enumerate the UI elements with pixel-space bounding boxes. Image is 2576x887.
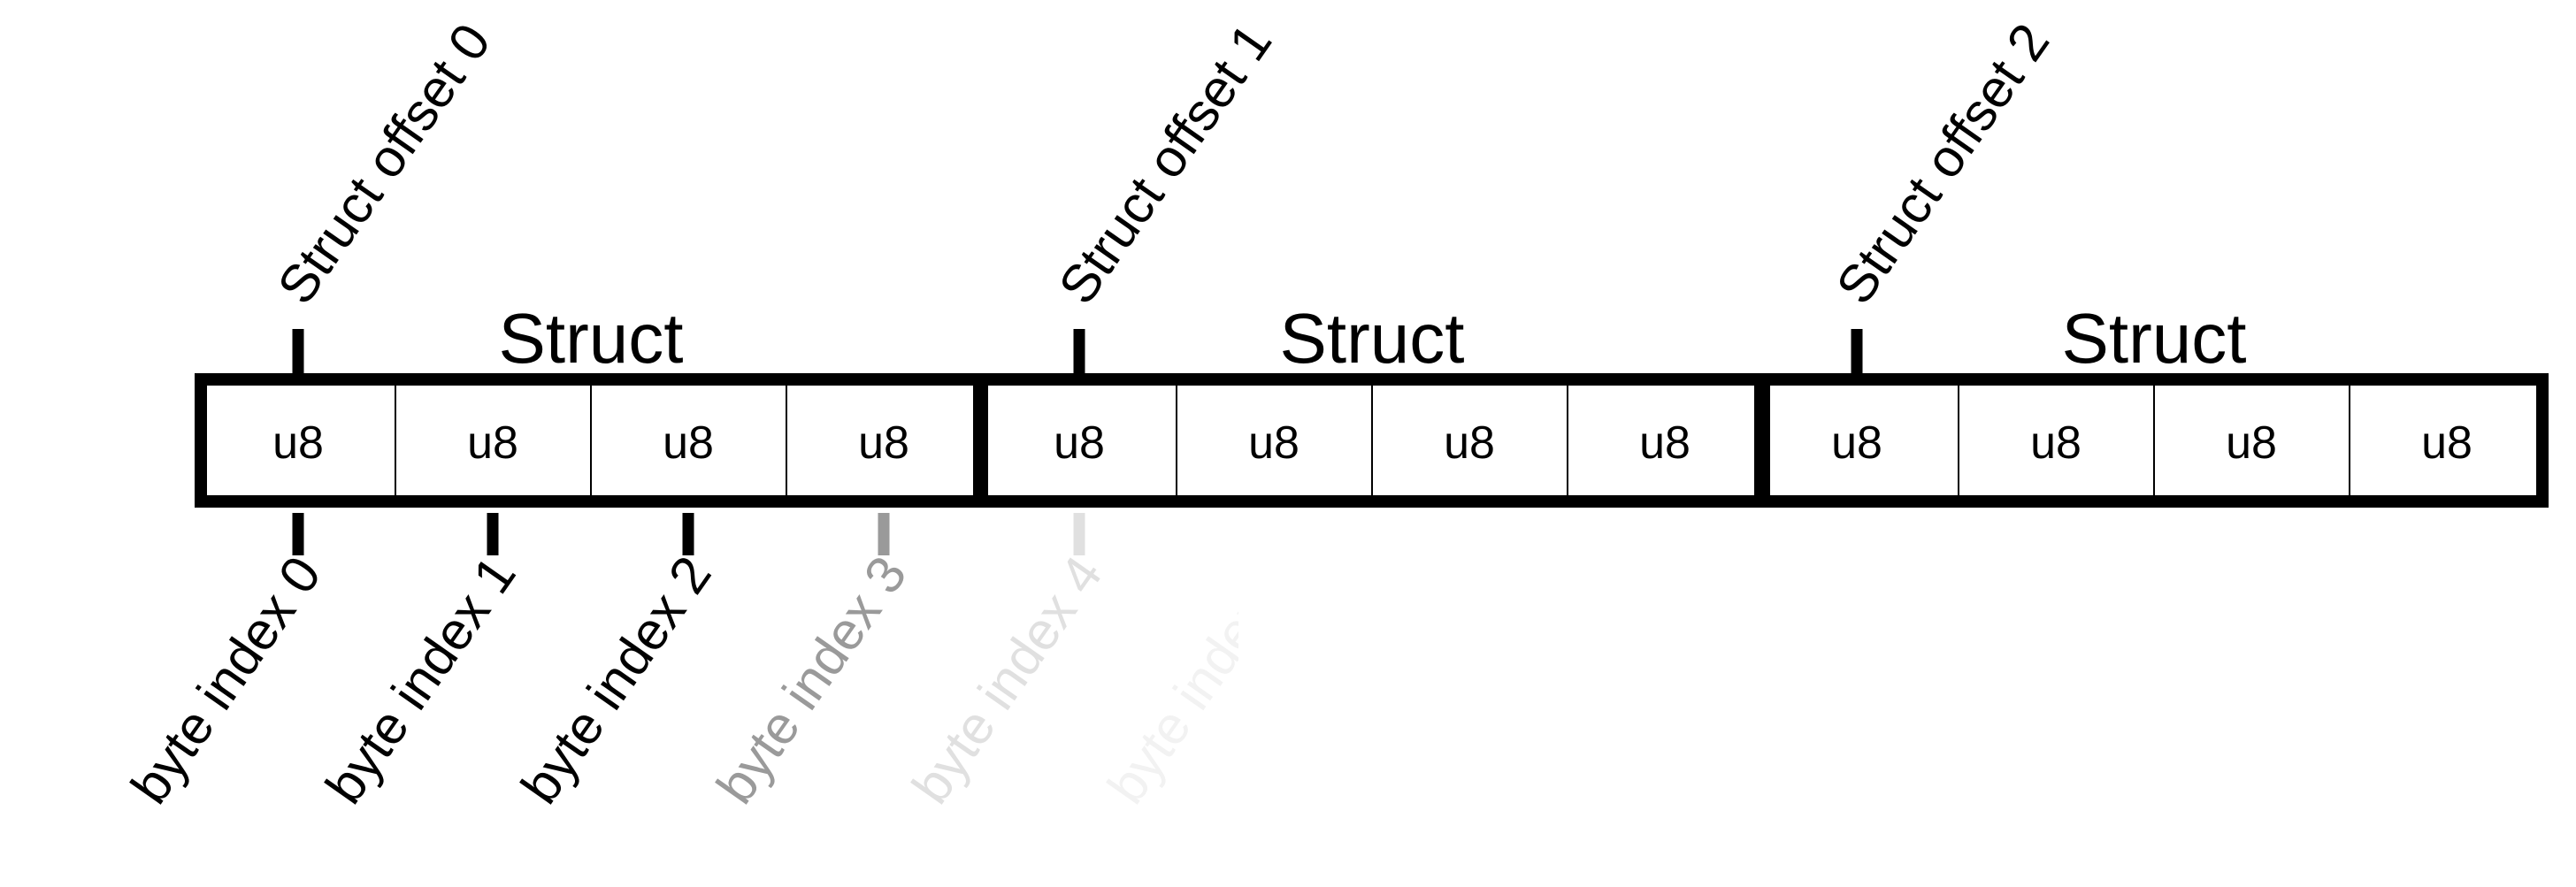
struct-0-cell-3: u8 bbox=[858, 417, 909, 469]
struct-1-cell-1: u8 bbox=[1248, 417, 1300, 469]
struct-offset-0-label: Struct offset 0 bbox=[266, 13, 502, 315]
struct-2-cell-1: u8 bbox=[2030, 417, 2082, 469]
struct-offset-2-label: Struct offset 2 bbox=[1825, 13, 2061, 315]
byte-index-5-label: byte index 5 bbox=[1096, 546, 1308, 814]
byte-index-1-label: byte index 1 bbox=[314, 546, 526, 814]
struct-0-cell-1: u8 bbox=[467, 417, 518, 469]
struct-1-cell-0: u8 bbox=[1054, 417, 1105, 469]
struct-1: Struct offset 1 Struct u8 u8 u8 u8 bbox=[1047, 13, 1690, 495]
byte-index-2-label: byte index 2 bbox=[510, 546, 722, 814]
struct-1-label: Struct bbox=[1280, 299, 1465, 378]
struct-2-cell-2: u8 bbox=[2226, 417, 2277, 469]
byte-index-4-label: byte index 4 bbox=[901, 546, 1113, 814]
struct-offset-1-label: Struct offset 1 bbox=[1047, 13, 1284, 315]
struct-0-label: Struct bbox=[499, 299, 684, 378]
struct-2-cell-0: u8 bbox=[1831, 417, 1882, 469]
byte-index-labels: byte index 0 byte index 1 byte index 2 b… bbox=[119, 546, 1308, 814]
struct-0-cell-0: u8 bbox=[272, 417, 324, 469]
struct-1-cell-3: u8 bbox=[1639, 417, 1690, 469]
struct-1-cell-2: u8 bbox=[1444, 417, 1495, 469]
struct-2-box bbox=[1758, 373, 2549, 508]
struct-0: Struct offset 0 Struct u8 u8 u8 u8 bbox=[266, 13, 909, 495]
byte-index-3-label: byte index 3 bbox=[705, 546, 917, 814]
struct-2-cell-3: u8 bbox=[2421, 417, 2472, 469]
struct-0-cell-2: u8 bbox=[663, 417, 714, 469]
struct-2: Struct offset 2 Struct u8 u8 u8 u8 bbox=[1825, 13, 2472, 495]
byte-index-0-label: byte index 0 bbox=[119, 546, 332, 814]
struct-2-label: Struct bbox=[2062, 299, 2247, 378]
